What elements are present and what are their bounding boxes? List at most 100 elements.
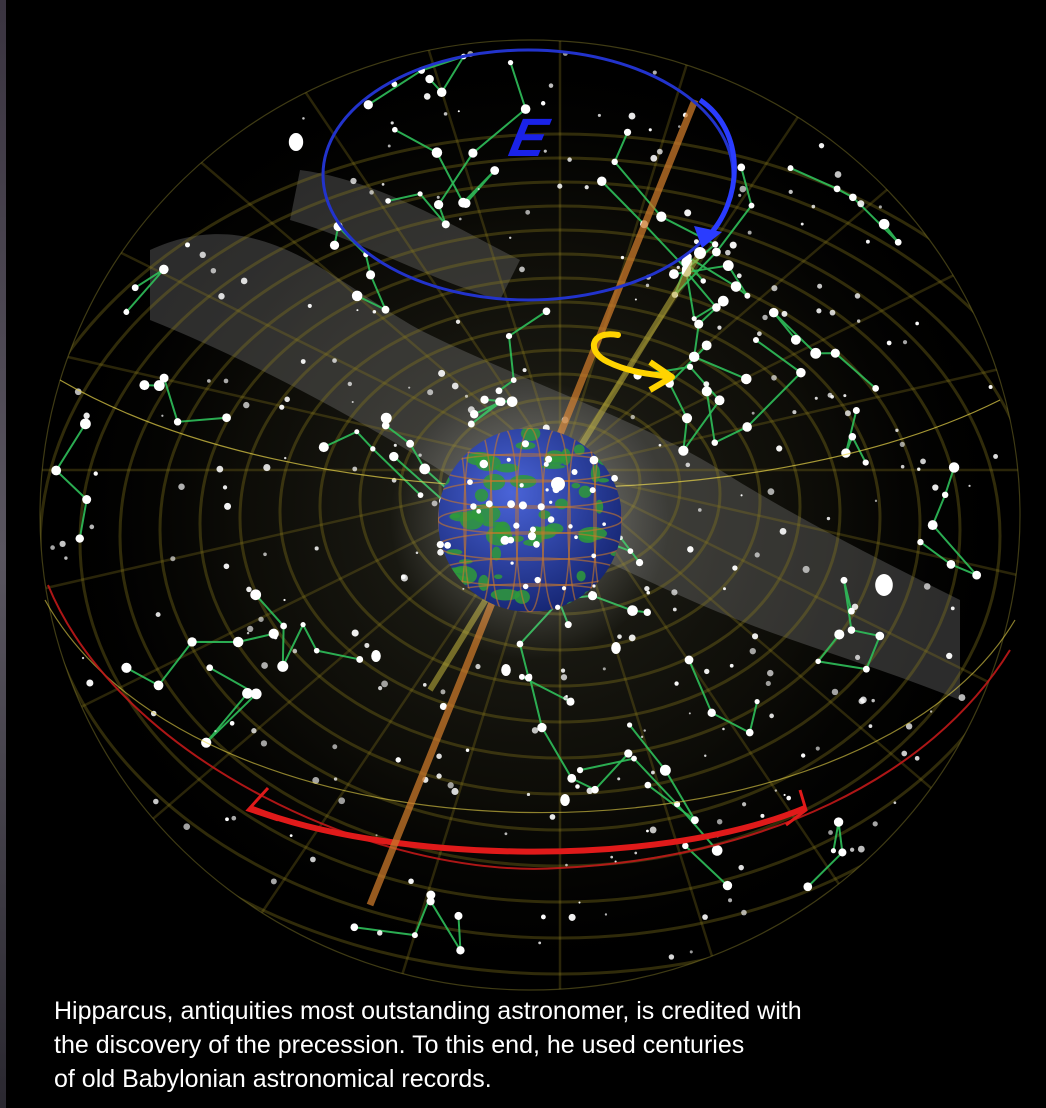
star	[668, 954, 675, 960]
star	[519, 483, 524, 488]
star	[717, 325, 722, 330]
star	[231, 815, 237, 821]
grid-meridian	[559, 313, 1020, 472]
star	[578, 901, 581, 904]
star	[545, 455, 553, 463]
star	[742, 422, 752, 432]
star	[510, 561, 514, 565]
star	[668, 269, 679, 279]
curved-arrow-icon	[590, 331, 675, 393]
star	[354, 429, 360, 435]
ecliptic-arrowhead-right	[785, 789, 808, 827]
star	[356, 309, 359, 312]
land-patch	[578, 485, 592, 498]
star	[818, 142, 825, 149]
constellation-line	[54, 423, 88, 539]
star	[538, 941, 542, 945]
star	[848, 432, 857, 441]
star	[332, 358, 337, 363]
star	[216, 465, 224, 473]
land-patch	[597, 478, 610, 483]
land-patch	[482, 521, 506, 527]
star	[565, 863, 568, 867]
star	[80, 418, 91, 430]
star	[597, 113, 601, 117]
caption-line: of old Babylonian astronomical records.	[54, 1065, 492, 1093]
star	[270, 878, 277, 885]
star	[332, 744, 338, 750]
bright-star	[371, 650, 381, 662]
star	[767, 669, 774, 677]
star	[848, 607, 855, 615]
grid-ring	[40, 156, 1020, 940]
earth-longitude	[593, 428, 622, 612]
star	[537, 722, 547, 733]
star	[370, 446, 376, 452]
star	[522, 583, 529, 590]
star	[739, 185, 747, 193]
star	[830, 348, 840, 358]
star	[686, 363, 694, 370]
star	[682, 842, 689, 850]
star	[222, 413, 231, 423]
land-patch	[491, 546, 502, 561]
star	[436, 87, 447, 97]
star	[300, 622, 306, 628]
star	[500, 535, 510, 545]
star	[900, 464, 905, 469]
star	[314, 546, 319, 551]
star	[760, 813, 765, 818]
constellation-line	[688, 659, 759, 735]
land-patch	[573, 444, 585, 456]
star	[139, 380, 150, 391]
earth-longitude	[489, 428, 519, 612]
star	[477, 188, 480, 191]
star	[240, 277, 248, 285]
star	[914, 755, 920, 761]
star	[610, 855, 614, 859]
caption-line: the discovery of the precession. To this…	[54, 1031, 745, 1059]
star	[263, 464, 271, 472]
star	[722, 727, 725, 731]
star	[712, 303, 721, 312]
star	[917, 538, 924, 546]
star	[250, 589, 262, 601]
star	[364, 642, 370, 648]
star	[834, 629, 845, 640]
star	[292, 648, 298, 654]
star	[749, 647, 756, 655]
star	[567, 773, 577, 783]
star	[549, 814, 556, 820]
constellation-line	[205, 666, 258, 744]
star	[779, 527, 787, 535]
star	[704, 754, 707, 757]
star	[968, 484, 971, 487]
star	[433, 199, 444, 210]
star	[507, 536, 515, 544]
star	[393, 443, 397, 447]
star	[526, 673, 533, 680]
star	[518, 673, 525, 680]
star	[333, 777, 338, 781]
star	[878, 218, 890, 230]
star	[251, 728, 257, 734]
star	[656, 211, 667, 222]
star	[628, 112, 636, 120]
bright-star	[501, 664, 511, 676]
star	[411, 932, 418, 939]
star	[447, 782, 454, 789]
star	[284, 456, 287, 460]
star	[646, 829, 649, 833]
star	[589, 487, 596, 494]
star	[875, 631, 885, 641]
star	[381, 421, 390, 430]
star	[124, 308, 128, 312]
star	[765, 680, 771, 687]
star	[725, 249, 731, 256]
earth-longitude	[463, 428, 493, 612]
star	[852, 406, 860, 415]
constellation-line	[254, 594, 360, 667]
star	[643, 608, 651, 617]
star	[86, 679, 94, 687]
